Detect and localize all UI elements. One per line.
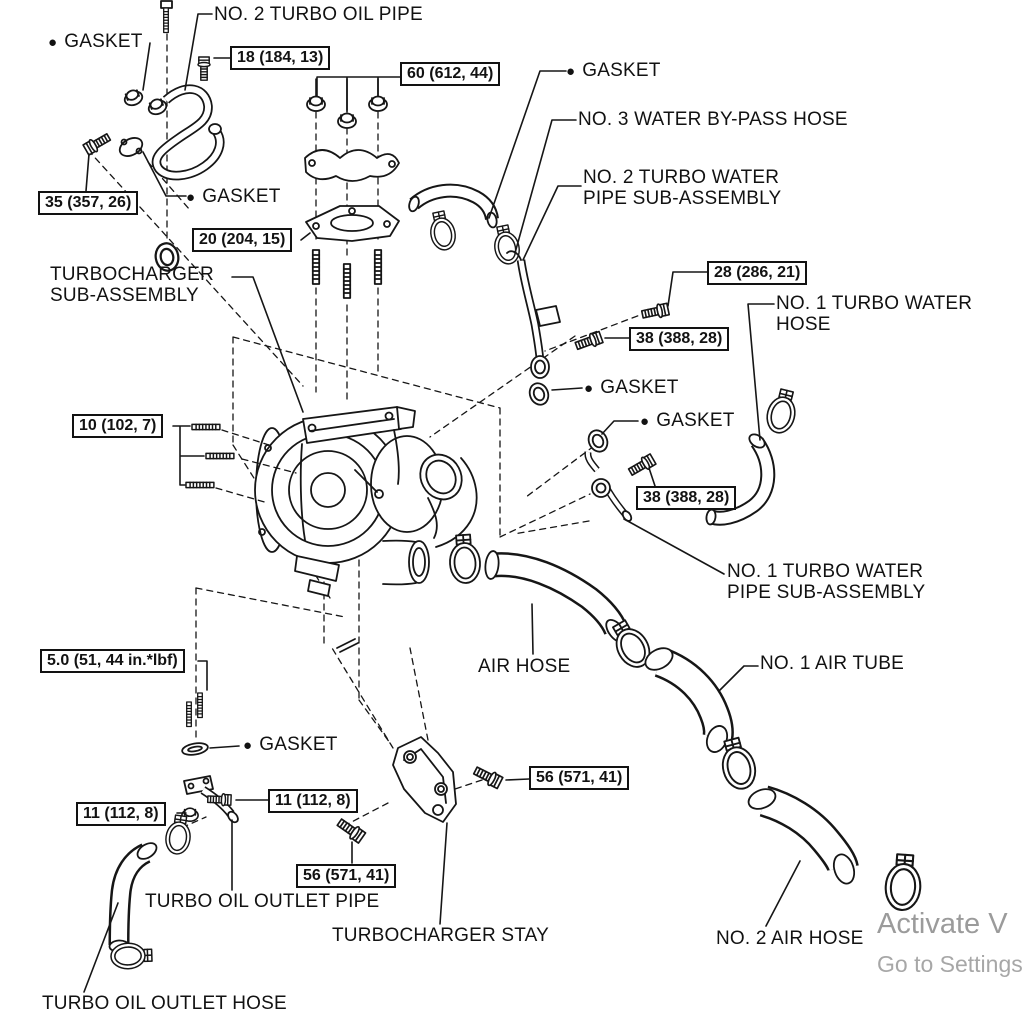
banjo-bolt (81, 130, 113, 157)
label-text: SUB-ASSEMBLY (50, 285, 199, 306)
bullet-icon: ● (48, 34, 58, 51)
water-bypass-hose-illustration (408, 183, 523, 267)
label-turbo-oil-pipe-2: NO. 2 TURBO OIL PIPE (214, 4, 423, 25)
gasket-flat (180, 740, 210, 758)
bolt-28 (640, 301, 671, 322)
label-text: NO. 1 TURBO WATER (727, 561, 924, 582)
label-water-bypass-hose-3: NO. 3 WATER BY-PASS HOSE (578, 109, 848, 130)
label-turbocharger-stay: TURBOCHARGER STAY (332, 925, 549, 946)
label-text: GASKET (582, 60, 661, 81)
label-text: NO. 1 AIR TUBE (760, 653, 904, 674)
turbo-mounting-studs (185, 423, 297, 504)
label-gasket-oil-outlet: ● GASKET (243, 734, 338, 756)
label-text: GASKET (202, 186, 281, 207)
bolt-38a (573, 329, 605, 354)
label-text: NO. 3 WATER BY-PASS HOSE (578, 109, 848, 130)
label-turbo-oil-outlet-pipe: TURBO OIL OUTLET PIPE (145, 891, 379, 912)
label-text: GASKET (259, 734, 338, 755)
torque-spec-11-right: 11 (112, 8) (268, 789, 358, 813)
hose-clamp-icon (762, 386, 802, 437)
torque-spec-60: 60 (612, 44) (400, 62, 501, 86)
torque-spec-28: 28 (286, 21) (707, 261, 808, 285)
bullet-icon: ● (640, 413, 650, 430)
bullet-icon: ● (186, 189, 196, 206)
exhaust-gasket-plate (305, 205, 400, 242)
turbo-water-pipe-1-illustration (584, 426, 633, 522)
hose-clamp-icon (447, 533, 483, 585)
gasket-rings (525, 379, 553, 409)
stay-bolt (334, 815, 367, 845)
bullet-icon: ● (566, 63, 576, 80)
bullet-icon: ● (584, 380, 594, 397)
label-gasket-water-pipe-upper: ● GASKET (584, 377, 679, 399)
hose-clamp-icon (425, 208, 459, 253)
turbo-water-pipe-2-illustration (506, 250, 561, 409)
label-text: NO. 1 TURBO WATER (776, 293, 973, 314)
stay-bolt (471, 763, 505, 791)
leader-lines (83, 13, 801, 993)
label-text: AIR HOSE (478, 656, 571, 677)
hose-clamp-icon (883, 852, 924, 913)
oil-pipe-bolt (197, 56, 211, 81)
turbocharger-stay-illustration (334, 736, 505, 845)
label-gasket-oil-pipe-upper: ● GASKET (48, 31, 143, 53)
label-text: TURBOCHARGER (50, 264, 214, 285)
torque-spec-11-left: 11 (112, 8) (76, 802, 166, 826)
label-text: TURBO OIL OUTLET HOSE (42, 993, 287, 1014)
label-text: GASKET (656, 410, 735, 431)
torque-spec-56-lower: 56 (571, 41) (296, 864, 397, 888)
torque-spec-18: 18 (184, 13) (230, 46, 331, 70)
label-text: NO. 2 TURBO WATER (583, 167, 780, 188)
hose-clamp-icon (109, 941, 153, 971)
turbocharger-illustration (254, 406, 483, 653)
torque-spec-35: 35 (357, 26) (38, 191, 139, 215)
label-text: NO. 2 TURBO OIL PIPE (214, 4, 423, 25)
torque-spec-38-upper: 38 (388, 28) (629, 327, 730, 351)
label-air-hose-2: NO. 2 AIR HOSE (716, 928, 863, 949)
label-turbo-oil-outlet-hose: TURBO OIL OUTLET HOSE (42, 993, 287, 1014)
torque-spec-38-lower: 38 (388, 28) (636, 486, 737, 510)
label-gasket-top-right: ● GASKET (566, 60, 661, 82)
go-to-settings-watermark[interactable]: Go to Settings (877, 951, 1023, 977)
gasket-rings (584, 426, 612, 456)
bolt-38b (626, 452, 658, 479)
exhaust-flange-stack (304, 78, 400, 299)
label-air-tube-1: NO. 1 AIR TUBE (760, 653, 904, 674)
label-text: TURBO OIL OUTLET PIPE (145, 891, 380, 912)
label-text: GASKET (600, 377, 679, 398)
bullet-icon: ● (243, 737, 253, 754)
oil-pipe-flange-gasket (118, 137, 144, 157)
oil-outlet-illustration (108, 692, 239, 971)
air-tube-1-illustration (644, 647, 761, 794)
torque-spec-20: 20 (204, 15) (192, 228, 293, 252)
turbo-water-hose-1-illustration (705, 386, 802, 526)
air-hose-2-illustration (747, 785, 924, 913)
label-gasket-water-pipe-lower: ● GASKET (640, 410, 735, 432)
air-hose-illustration (484, 550, 657, 674)
label-air-hose: AIR HOSE (478, 656, 570, 677)
label-text: PIPE SUB-ASSEMBLY (727, 582, 926, 603)
activate-windows-watermark: Activate V (877, 908, 1008, 940)
label-text: NO. 2 AIR HOSE (716, 928, 864, 949)
label-text: HOSE (776, 314, 831, 335)
label-text: PIPE SUB-ASSEMBLY (583, 188, 782, 209)
torque-spec-5: 5.0 (51, 44 in.*lbf) (40, 649, 185, 673)
turbo-oil-pipe-illustration (81, 0, 225, 274)
label-gasket-oil-pipe-lower: ● GASKET (186, 186, 281, 208)
label-text: GASKET (64, 31, 143, 52)
torque-spec-10: 10 (102, 7) (72, 414, 164, 438)
torque-spec-56-upper: 56 (571, 41) (529, 766, 630, 790)
label-text: TURBOCHARGER STAY (332, 925, 549, 946)
